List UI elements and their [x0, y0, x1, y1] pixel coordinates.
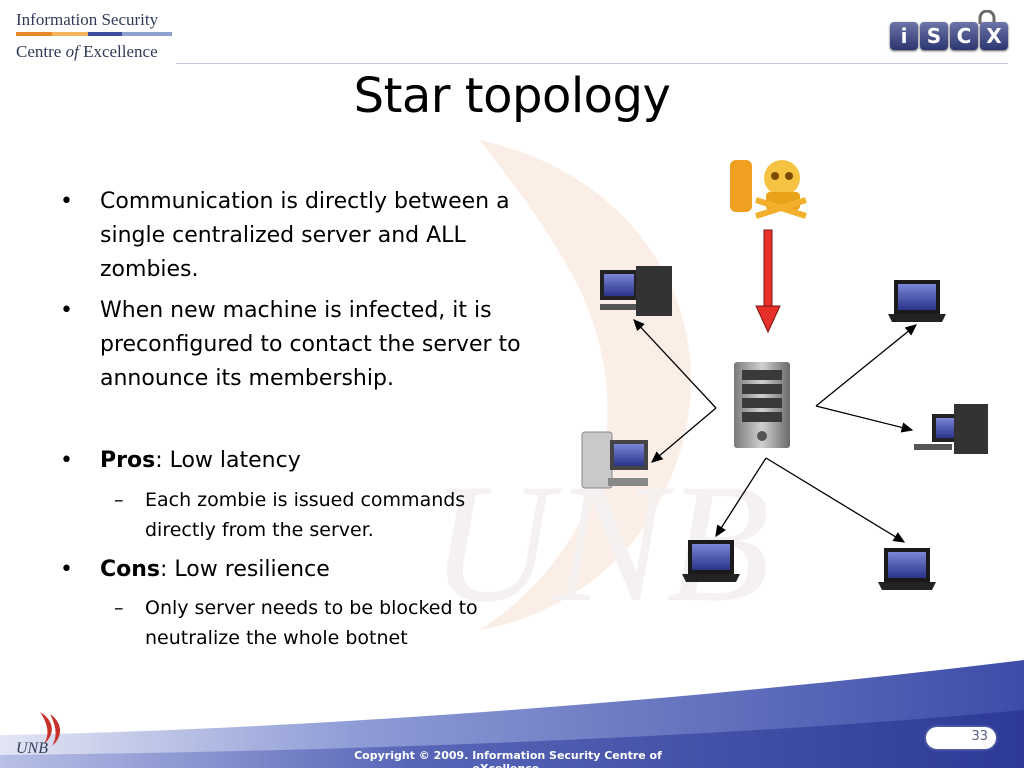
link-arrow	[651, 407, 717, 463]
sub-bullet-pros: Each zombie is issued commands directly …	[145, 485, 545, 545]
bullet-dot: •	[60, 448, 73, 473]
bullet-cons: Cons: Low resilience	[100, 557, 330, 582]
botmaster-skull-icon	[730, 160, 807, 219]
sub-bullet-line: directly from the server.	[145, 519, 374, 541]
iscx-logo: i S C X	[888, 10, 1010, 56]
zombie-laptop-icon	[682, 540, 740, 582]
logo-line-2: Centre of Excellence	[16, 42, 158, 61]
slide-title: Star topology	[353, 68, 671, 124]
link-arrow	[815, 405, 914, 433]
bullet-line: single centralized server and ALL	[100, 223, 466, 248]
iscx-letter-i: i	[890, 22, 918, 50]
bullet-dot: •	[60, 557, 73, 582]
bullet-dot: •	[60, 298, 73, 323]
iscx-letter-s: S	[920, 22, 948, 50]
bullet-line: zombies.	[100, 257, 199, 282]
link-arrow	[765, 457, 906, 543]
link-arrow	[715, 457, 767, 538]
infosec-logo: Information Security Centre of Excellenc…	[16, 10, 176, 66]
sub-bullet-dash: –	[114, 597, 124, 619]
star-topology-diagram	[581, 160, 988, 590]
unb-text: UNB	[16, 740, 48, 757]
command-arrow-icon	[755, 229, 781, 334]
header-divider	[176, 63, 1008, 64]
padlock-icon	[978, 10, 996, 24]
zombie-laptop-icon	[888, 280, 946, 322]
sub-bullet-cons: Only server needs to be blocked to neutr…	[145, 593, 545, 653]
bullet-communication: Communication is directly between a sing…	[100, 185, 560, 287]
logo-line-1: Information Security	[16, 10, 159, 29]
page-number: 33	[971, 729, 988, 744]
zombie-desktop-icon	[914, 404, 988, 454]
zombie-desktop-icon	[600, 266, 672, 316]
iscx-letter-x: X	[980, 22, 1008, 50]
zombie-desktop-icon	[581, 431, 648, 489]
sub-bullet-line: neutralize the whole botnet	[145, 627, 408, 649]
central-server-icon	[734, 362, 790, 448]
link-arrow	[815, 324, 918, 407]
copyright-text: Copyright © 2009. Information Security C…	[354, 749, 662, 775]
bullet-new-machine: When new machine is infected, it is prec…	[100, 294, 570, 396]
link-arrow	[633, 319, 717, 409]
page-number-pill	[926, 727, 996, 749]
logo-stripe	[16, 32, 176, 36]
zombie-laptop-icon	[878, 548, 936, 590]
bullet-dot: •	[60, 189, 73, 214]
footer-band	[0, 660, 1024, 768]
bullet-pros: Pros: Low latency	[100, 448, 301, 473]
sub-bullet-line: Each zombie is issued commands	[145, 489, 466, 511]
sub-bullet-dash: –	[114, 489, 124, 511]
unb-logo-icon	[40, 712, 61, 746]
bullet-line: Communication is directly between a	[100, 189, 510, 214]
bullet-line: announce its membership.	[100, 366, 394, 391]
iscx-letter-c: C	[950, 22, 978, 50]
bullet-line: When new machine is infected, it is	[100, 298, 492, 323]
sub-bullet-line: Only server needs to be blocked to	[145, 597, 478, 619]
bullet-line: preconfigured to contact the server to	[100, 332, 521, 357]
